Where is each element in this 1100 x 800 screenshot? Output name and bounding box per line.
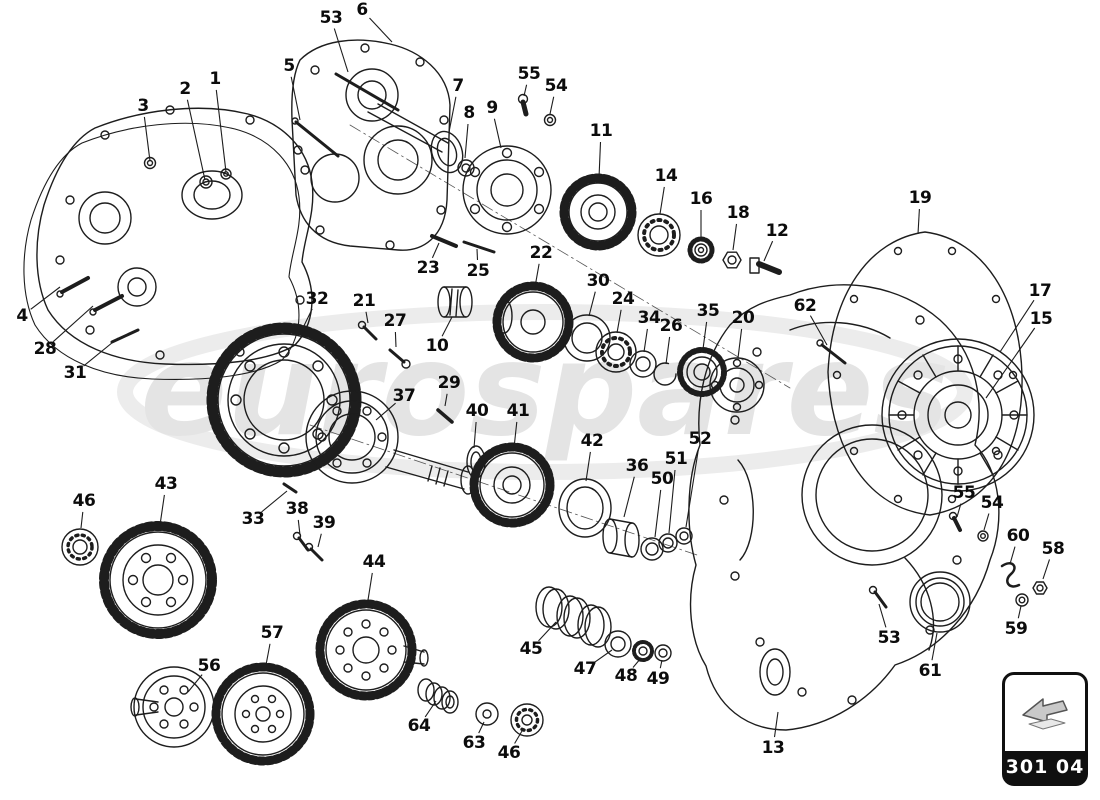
- leader-line: [299, 308, 313, 335]
- leader-line: [159, 494, 165, 526]
- leader-line: [593, 649, 613, 664]
- dowel-pins-and-spline-collar: [430, 234, 496, 318]
- small-fasteners: [282, 320, 454, 562]
- leader-line: [513, 421, 518, 449]
- leader-line: [297, 519, 301, 536]
- leader-line: [464, 123, 469, 159]
- leader-line: [215, 89, 227, 173]
- leader-line: [983, 513, 990, 531]
- leader-line: [659, 659, 663, 669]
- small-sprocket: [687, 236, 715, 264]
- leader-line: [424, 700, 437, 718]
- leader-line: [369, 17, 393, 43]
- leader-line: [365, 311, 369, 324]
- arrow-3d-icon: [1022, 698, 1068, 730]
- leader-line: [493, 118, 502, 149]
- leader-line: [685, 449, 699, 528]
- leader-line: [444, 393, 448, 407]
- leader-line: [523, 84, 528, 97]
- leader-line: [431, 242, 440, 259]
- leader-line: [585, 451, 591, 482]
- leader-line: [809, 315, 828, 346]
- leader-line: [83, 337, 119, 367]
- gearbox-casing: [36, 105, 314, 366]
- leader-line: [1017, 605, 1022, 619]
- clutch-housing: [688, 284, 1000, 731]
- mainshaft-gear-cluster: [492, 281, 847, 413]
- catalog-section-badge[interactable]: 301 04: [1002, 672, 1088, 786]
- badge-icon-area: [1005, 675, 1085, 751]
- leader-line: [549, 96, 555, 115]
- leader-line: [643, 328, 648, 353]
- leader-line: [623, 476, 635, 518]
- leader-line: [878, 603, 887, 628]
- leader-line: [317, 533, 322, 548]
- leader-line: [187, 674, 203, 693]
- leader-line: [448, 96, 457, 133]
- leader-line: [290, 76, 301, 121]
- watermark-text: eurospares: [140, 316, 949, 465]
- layshaft-gear: [61, 521, 217, 639]
- leader-line: [80, 511, 84, 529]
- leader-line: [616, 309, 622, 334]
- coil-springs: [535, 586, 612, 648]
- leader-line: [917, 208, 920, 235]
- leader-line: [514, 730, 523, 744]
- leader-line: [441, 316, 453, 337]
- leader-line: [30, 286, 61, 310]
- leader-line: [52, 305, 94, 343]
- leader-line: [668, 469, 676, 534]
- leader-line: [1042, 559, 1051, 580]
- differential-carrier-and-shaft: [305, 390, 476, 495]
- leader-line: [375, 402, 396, 421]
- bearing-flange: [462, 145, 552, 235]
- leader-line: [478, 721, 485, 734]
- idler-gear: [315, 599, 429, 701]
- output-gear: [466, 442, 555, 528]
- leader-line: [143, 116, 151, 162]
- leader-line: [186, 99, 206, 181]
- leader-line: [737, 328, 743, 359]
- leader-line: [654, 489, 662, 538]
- leader-line: [1009, 546, 1016, 565]
- leader-line: [999, 299, 1035, 353]
- leader-line: [588, 291, 596, 317]
- input-gear: [559, 173, 637, 251]
- leader-line: [956, 503, 962, 518]
- leader-line: [659, 186, 665, 215]
- leader-line: [538, 621, 557, 642]
- leader-line: [598, 141, 602, 179]
- spacer-rings: [558, 478, 693, 561]
- leader-line: [261, 490, 288, 513]
- leader-line: [773, 711, 779, 738]
- leader-line: [665, 336, 671, 365]
- cover-bolts: [517, 93, 557, 127]
- leader-line: [763, 240, 774, 262]
- leader-line: [702, 321, 708, 350]
- leader-line: [732, 223, 738, 251]
- ball-bearing: [637, 213, 681, 257]
- leader-line: [476, 248, 479, 261]
- leader-line: [394, 331, 397, 348]
- leader-line: [473, 421, 477, 449]
- leader-line: [333, 28, 349, 73]
- lock-washers: [604, 630, 672, 662]
- nut-and-bolt: [722, 251, 782, 275]
- shims-washer-bearing: [417, 678, 544, 737]
- leader-line: [632, 657, 642, 668]
- leader-line: [265, 643, 271, 666]
- leader-line: [367, 572, 373, 601]
- leader-line: [985, 327, 1036, 399]
- flange-and-gear-lower-left: [130, 662, 315, 766]
- leader-line: [534, 263, 540, 288]
- leader-line: [931, 632, 938, 661]
- catalog-code: 301 04: [1005, 751, 1085, 783]
